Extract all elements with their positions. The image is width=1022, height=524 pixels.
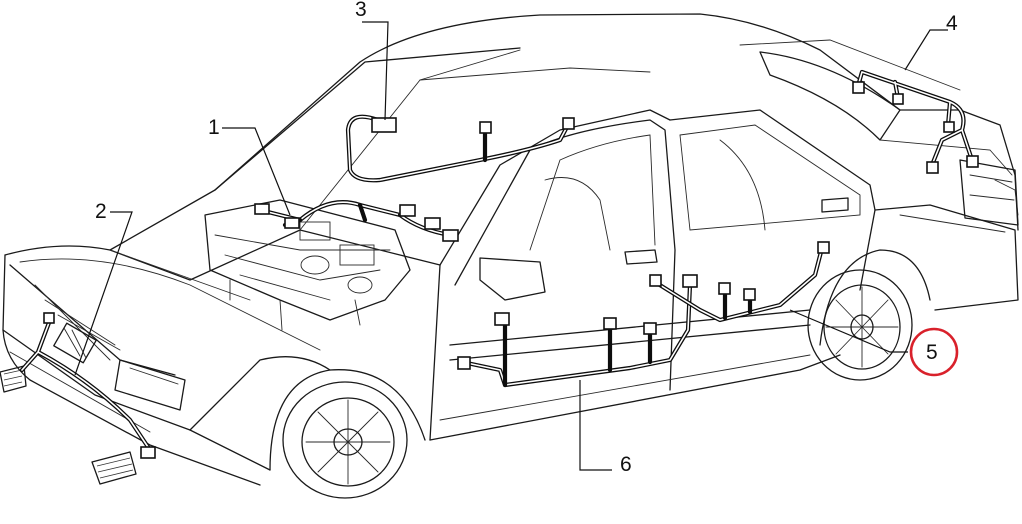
- harness-3-dashboard: [345, 114, 575, 183]
- callout-1: 1: [208, 116, 291, 216]
- callout-6-label: 6: [620, 453, 632, 476]
- callout-5-label: 5: [926, 341, 938, 364]
- callout-5: 5: [789, 309, 959, 377]
- callout-6: 6: [579, 380, 632, 476]
- callout-4: 4: [904, 12, 958, 71]
- callout-4-label: 4: [946, 12, 958, 35]
- callout-2-label: 2: [95, 200, 107, 223]
- harness-4-rear: [852, 69, 979, 174]
- callout-3-label: 3: [355, 0, 367, 21]
- callout-3: 3: [355, 0, 389, 121]
- callout-2: 2: [74, 200, 133, 376]
- harness-6-floor: [457, 241, 830, 388]
- callout-1-label: 1: [208, 116, 220, 139]
- callout-5-highlight-ring: [909, 327, 959, 377]
- harness-2-front: [19, 312, 156, 459]
- car-body: [0, 13, 1019, 499]
- harness-1-engine: [254, 200, 459, 242]
